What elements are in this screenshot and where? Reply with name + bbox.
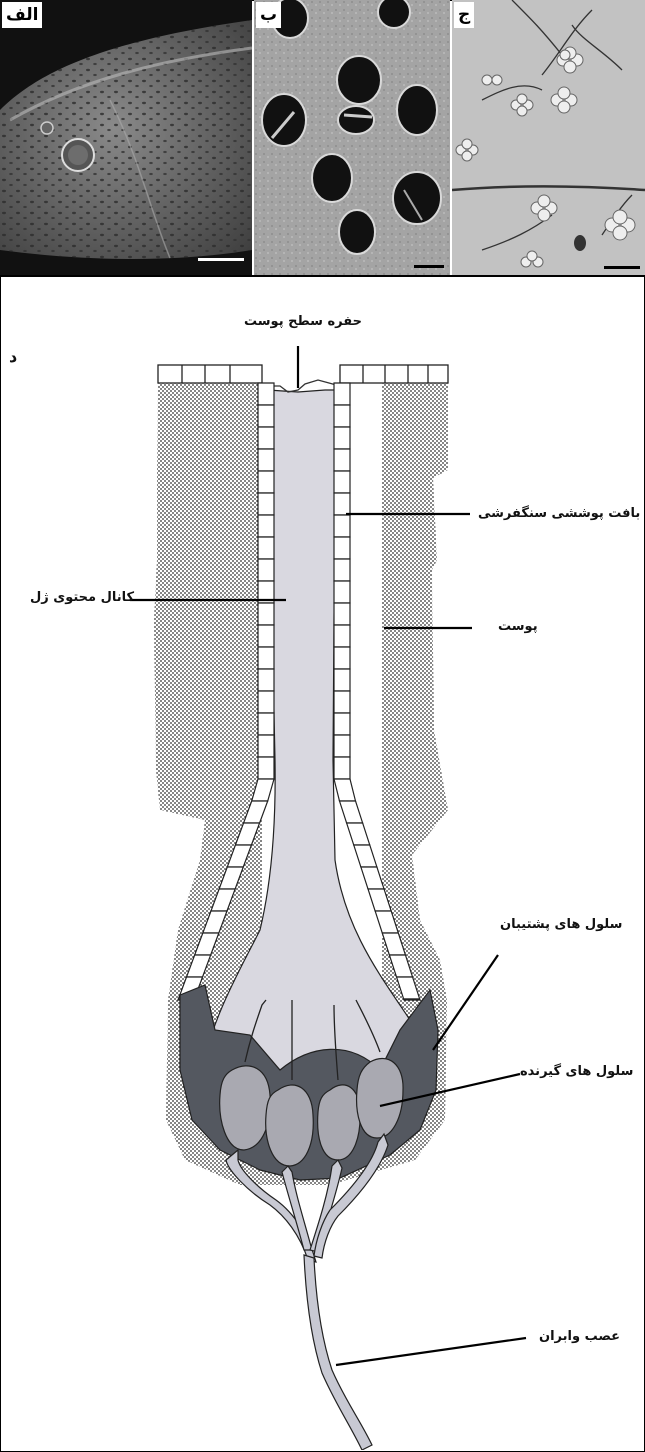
epithelial-cell — [334, 713, 350, 735]
epithelial-cell — [334, 625, 350, 647]
epithelial-cell — [334, 493, 350, 515]
epithelial-cell — [334, 757, 350, 779]
epithelial-cell — [334, 427, 350, 449]
epithelial-cell — [334, 449, 350, 471]
epithelial-cell — [258, 515, 274, 537]
epithelial-cell — [258, 405, 274, 427]
epithelial-cell — [258, 493, 274, 515]
epithelial-cell — [404, 999, 420, 1000]
epithelial-cell — [334, 647, 350, 669]
epithelial-cell — [334, 383, 350, 405]
epithelial-cell — [334, 581, 350, 603]
epithelial-cell — [347, 823, 370, 845]
panel-c-letter: ج — [454, 2, 474, 28]
photo-panel-b: ب — [254, 0, 450, 275]
panel-a-letter: الف — [2, 2, 42, 28]
epithelial-cell — [258, 625, 274, 647]
epithelial-cell — [258, 449, 274, 471]
top-epithelium — [158, 365, 448, 383]
label-epithelium: بافت پوششی سنگفرشی — [478, 506, 640, 521]
skin-pores-photo — [254, 0, 450, 275]
epithelial-cell — [334, 471, 350, 493]
epithelial-cell — [258, 735, 274, 757]
epithelial-cell — [339, 801, 362, 823]
epithelial-cell — [258, 559, 274, 581]
epithelial-cell — [334, 691, 350, 713]
epithelial-cell — [258, 757, 274, 779]
epithelial-cell — [334, 779, 355, 801]
epithelial-cell — [258, 669, 274, 691]
epithelial-cell — [334, 669, 350, 691]
epithelial-cell — [258, 471, 274, 493]
epithelial-cell — [334, 537, 350, 559]
label-receptor-cells: سلول های گیرنده — [520, 1064, 633, 1079]
epithelial-cell — [334, 405, 350, 427]
epithelial-cell — [258, 537, 274, 559]
epithelial-cell — [334, 735, 350, 757]
epithelial-cell — [258, 713, 274, 735]
label-jelly-canal: کانال محتوی ژل — [30, 590, 134, 605]
epithelial-cell — [361, 867, 384, 889]
shark-head-photo — [0, 0, 252, 275]
epithelial-cell — [258, 603, 274, 625]
label-support-cells: سلول های پشتیبان — [500, 917, 622, 932]
epithelial-cell — [258, 647, 274, 669]
epithelial-cell — [334, 515, 350, 537]
label-afferent-nerve: عصب وابران — [539, 1329, 620, 1344]
photo-panel-c: ج — [452, 0, 645, 275]
epithelial-cell — [334, 603, 350, 625]
label-skin-pore: حفره سطح پوست — [244, 314, 362, 329]
ampulla-diagram — [0, 277, 645, 1450]
epithelial-cell — [258, 383, 274, 405]
epithelial-cell — [334, 559, 350, 581]
leader-afferent-nerve — [336, 1338, 526, 1365]
photo-panel-a: الف — [0, 0, 252, 275]
panel-d-letter: د — [9, 347, 17, 366]
epithelial-cell — [258, 691, 274, 713]
ampullae-clusters-photo — [452, 0, 645, 275]
panel-b-letter: ب — [256, 2, 281, 28]
epithelial-cell — [354, 845, 377, 867]
epithelial-cell — [258, 427, 274, 449]
label-skin: پوست — [498, 619, 538, 634]
